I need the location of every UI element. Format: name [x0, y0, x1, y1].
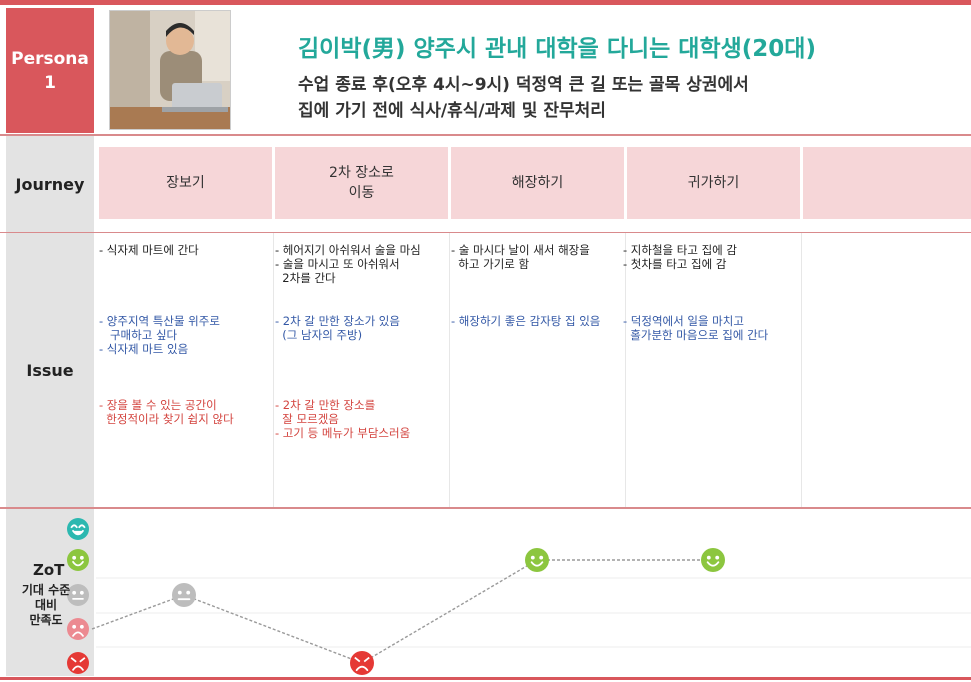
journey-step-5 — [803, 147, 971, 219]
issue-col2-painpoint: - 2차 갈 만한 장소를 잘 모르겠음 - 고기 등 메뉴가 부담스러움 — [275, 398, 411, 440]
row-label-journey: Journey — [15, 175, 85, 194]
issue-col4-positive: - 덕정역에서 일을 마치고 홀가분한 마음으로 집에 간다 — [623, 314, 769, 342]
face-eye-right — [79, 624, 84, 629]
very-happy-face-icon — [67, 518, 89, 540]
column-separator — [449, 233, 450, 507]
neutral-face-icon — [67, 584, 89, 606]
face-eye-left — [177, 590, 182, 595]
divider-header — [0, 134, 971, 136]
face-disc — [350, 651, 374, 675]
satisfaction-line-segment — [361, 559, 538, 664]
journey-step-1: 장보기 — [99, 147, 272, 219]
face-eyes — [354, 656, 370, 663]
issue-col1-painpoint: - 장을 볼 수 있는 공간이 한정적이라 찾기 쉽지 않다 — [99, 398, 234, 426]
face-eye-left — [706, 555, 711, 560]
face-eye-right — [715, 555, 720, 560]
column-separator — [801, 233, 802, 507]
issue-col1-positive: - 양주지역 특산물 위주로 구매하고 싶다 - 식자제 마트 있음 — [99, 314, 220, 356]
data-point-2-angry-face-icon — [350, 651, 374, 675]
face-mouth — [530, 561, 544, 567]
row-label-issue: Issue — [26, 361, 74, 380]
face-mouth — [72, 665, 84, 671]
persona-label: Persona 1 — [6, 8, 94, 133]
face-eye-left — [72, 590, 77, 595]
persona-label-title: Persona — [11, 48, 89, 69]
zot-sub-label: 기대 수준 대비 만족도 — [21, 583, 71, 627]
persona-title: 김이박(男) 양주시 관내 대학을 다니는 대학생(20대) — [298, 36, 816, 62]
data-point-3-happy-face-icon — [525, 548, 549, 572]
journey-step-4: 귀가하기 — [627, 147, 800, 219]
column-separator — [273, 233, 274, 507]
persona-subtitle: 수업 종료 후(오후 4시~9시) 덕정역 큰 길 또는 골목 상권에서 집에 … — [298, 72, 749, 124]
data-point-4-happy-face-icon — [701, 548, 725, 572]
angry-face-icon — [67, 652, 89, 674]
divider-issue — [0, 507, 971, 509]
face-eye-left — [530, 555, 535, 560]
issue-col2-positive: - 2차 갈 만한 장소가 있음 (그 남자의 주방) — [275, 314, 400, 342]
face-eye-right — [79, 590, 84, 595]
bottom-accent-line — [0, 677, 971, 680]
issue-col2-behavior: - 헤어지기 아쉬워서 술을 마심 - 술을 마시고 또 아쉬워서 2차를 간다 — [275, 243, 421, 285]
face-eyes — [70, 524, 86, 529]
satisfaction-line-segment — [183, 594, 363, 664]
row-label-zot: ZoT — [33, 561, 65, 579]
face-eyes — [70, 657, 86, 663]
top-accent-line — [0, 0, 971, 5]
face-disc — [67, 652, 89, 674]
subtitle-line-2: 집에 가기 전에 식사/휴식/과제 및 잔무처리 — [298, 101, 606, 121]
face-mouth — [355, 665, 369, 672]
face-eye-right — [539, 555, 544, 560]
issue-col3-positive: - 해장하기 좋은 감자탕 집 있음 — [451, 314, 601, 328]
face-eye-right — [186, 590, 191, 595]
issue-col1-behavior: - 식자제 마트에 간다 — [99, 243, 199, 257]
face-disc — [525, 548, 549, 572]
journey-step-3: 해장하기 — [451, 147, 624, 219]
subtitle-line-1: 수업 종료 후(오후 4시~9시) 덕정역 큰 길 또는 골목 상권에서 — [298, 75, 749, 95]
face-disc — [172, 583, 196, 607]
journey-step-2: 2차 장소로 이동 — [275, 147, 448, 219]
divider-journey — [0, 232, 971, 233]
face-eye-right — [79, 555, 84, 560]
sad-face-icon — [67, 618, 89, 640]
face-eye-left — [72, 624, 77, 629]
persona-label-number: 1 — [44, 72, 56, 93]
face-disc — [67, 584, 89, 606]
face-disc — [67, 518, 89, 540]
issue-col3-behavior: - 술 마시다 날이 새서 해장을 하고 가기로 함 — [451, 243, 590, 271]
face-disc — [67, 549, 89, 571]
face-mouth — [72, 560, 84, 567]
face-disc — [67, 618, 89, 640]
face-disc — [701, 548, 725, 572]
face-eye-left — [72, 555, 77, 560]
persona-photo — [109, 10, 231, 130]
happy-face-icon — [67, 549, 89, 571]
zot-satisfaction-chart — [67, 518, 971, 675]
satisfaction-line-segment — [91, 594, 185, 630]
data-point-1-neutral-face-icon — [172, 583, 196, 607]
issue-col4-behavior: - 지하철을 타고 집에 감 - 첫차를 타고 집에 감 — [623, 243, 737, 271]
face-mouth — [72, 631, 84, 637]
face-mouth — [706, 561, 720, 567]
column-separator — [625, 233, 626, 507]
face-mouth-fill — [73, 530, 83, 535]
